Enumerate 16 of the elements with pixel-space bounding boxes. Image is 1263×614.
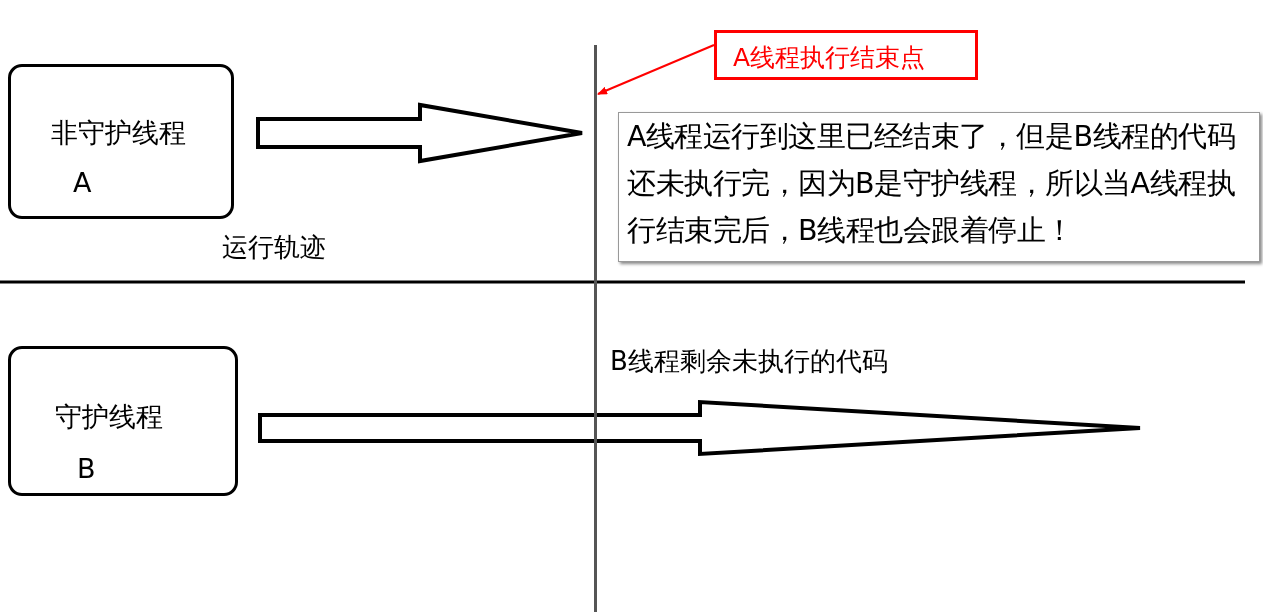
end-point-line	[594, 45, 597, 612]
note-text: A线程运行到这里已经结束了，但是B线程的代码还未执行完，因为B是守护线程，所以当A线程执行结束完后，B线程也会跟着停止！	[626, 119, 1237, 249]
node-title: 非守护线程	[51, 116, 186, 150]
node-title: 守护线程	[55, 400, 163, 434]
block-arrow	[256, 102, 584, 164]
note-box	[618, 112, 1260, 262]
callout-text: A线程执行结束点	[733, 42, 926, 74]
callout-box	[714, 30, 978, 80]
process-box	[8, 64, 234, 219]
text-label: 运行轨迹	[222, 231, 326, 264]
node-letter: A	[73, 167, 92, 198]
node-letter: B	[77, 453, 96, 484]
block-arrow	[258, 399, 1142, 457]
text-label: B线程剩余未执行的代码	[610, 345, 888, 378]
leader-arrow	[597, 44, 715, 95]
process-box	[8, 346, 238, 496]
